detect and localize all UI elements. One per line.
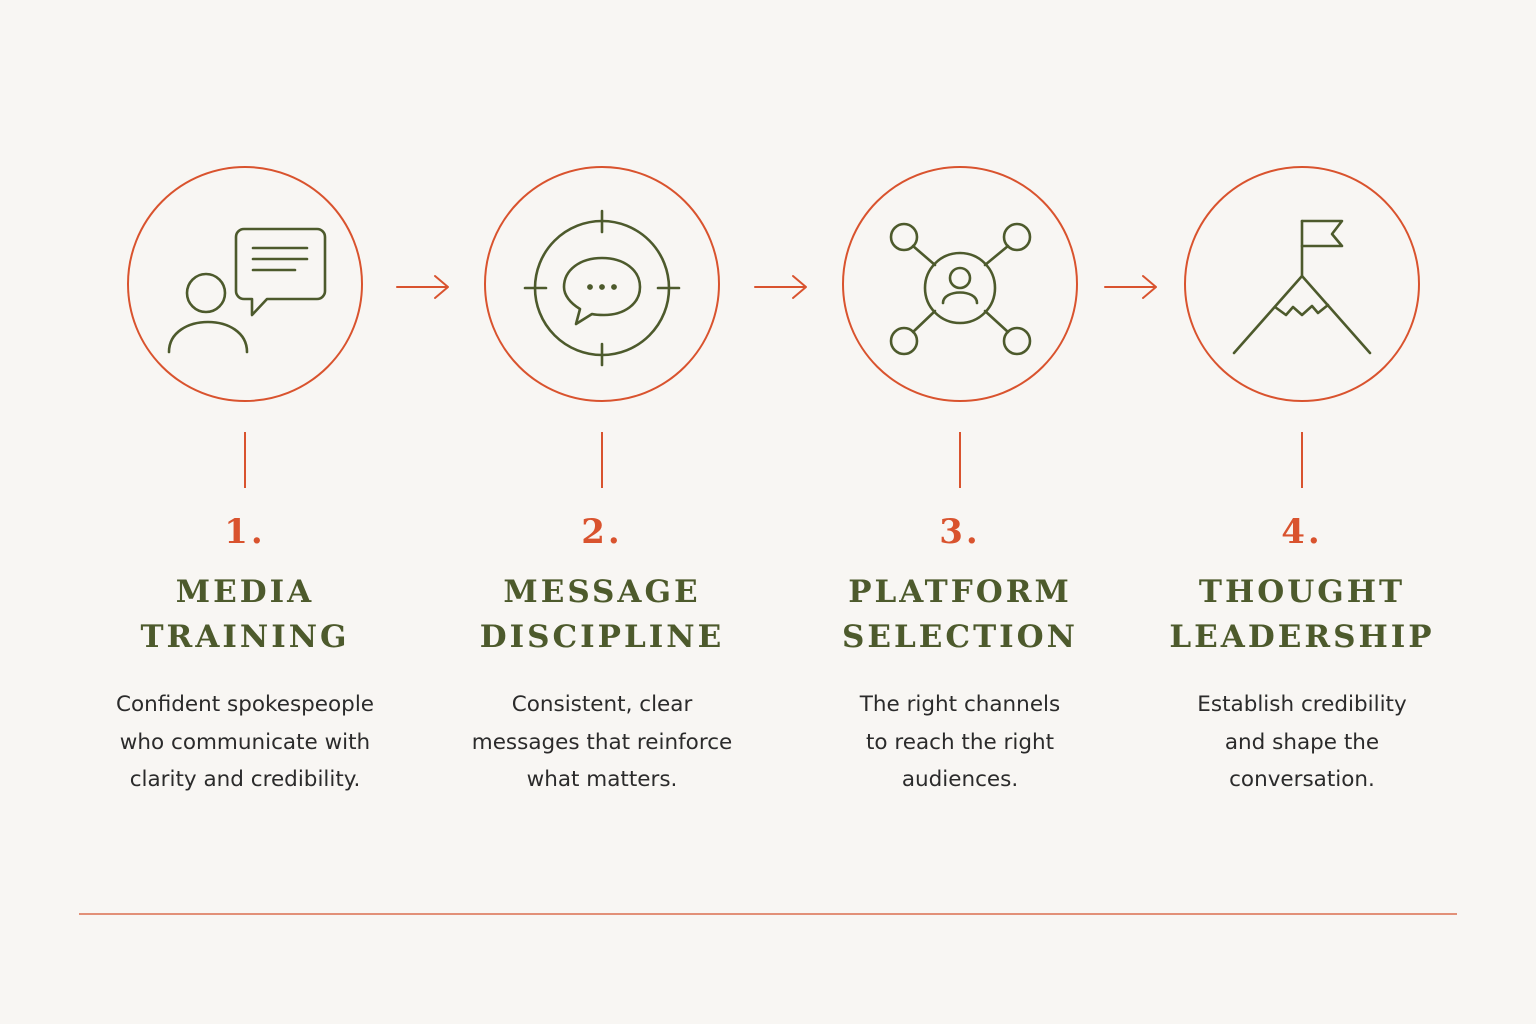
- step-description-line: Establish credibility: [1197, 692, 1407, 717]
- step-number: 4.: [1281, 512, 1323, 552]
- step-title: PLATFORM SELECTION: [790, 570, 1130, 660]
- step-1-circle: [127, 166, 363, 402]
- mountain-flag-icon: [1232, 219, 1372, 355]
- step-media-training: 1. MEDIA TRAINING Confident spokespeople…: [75, 0, 415, 820]
- step-description-line: audiences.: [901, 767, 1019, 792]
- step-2-circle: [484, 166, 720, 402]
- step-title-line: SELECTION: [841, 619, 1079, 655]
- step-title-line: PLATFORM: [848, 574, 1072, 610]
- step-description-line: and shape the: [1224, 729, 1380, 755]
- step-title-line: TRAINING: [140, 619, 350, 655]
- step-platform-selection: 3. PLATFORM SELECTION The right channels…: [790, 0, 1130, 820]
- step-description-line: what matters.: [526, 767, 678, 792]
- step-4-connector: [1301, 432, 1303, 488]
- step-2-connector: [601, 432, 603, 488]
- step-description-line: conversation.: [1229, 767, 1375, 792]
- step-title-line: DISCIPLINE: [479, 619, 725, 655]
- arrow-right-icon: [754, 275, 807, 299]
- arrow-right-icon: [1104, 275, 1157, 299]
- step-number: 1.: [224, 512, 266, 552]
- step-description-line: Consistent, clear: [511, 692, 693, 717]
- target-chat-icon: [523, 209, 681, 367]
- step-description: Establish credibility and shape the conv…: [1132, 686, 1472, 799]
- step-3-circle: [842, 166, 1078, 402]
- step-description: Confident spokespeople who communicate w…: [75, 686, 415, 799]
- step-description: Consistent, clear messages that reinforc…: [432, 686, 772, 799]
- person-speech-bubble-icon: [167, 227, 327, 354]
- step-title: MESSAGE DISCIPLINE: [432, 570, 772, 660]
- step-title-line: MEDIA: [175, 574, 315, 610]
- step-description-line: messages that reinforce: [471, 729, 733, 755]
- step-thought-leadership: 4. THOUGHT LEADERSHIP Establish credibil…: [1132, 0, 1472, 820]
- footer-divider: [79, 913, 1457, 915]
- step-1-connector: [244, 432, 246, 488]
- arrow-right-icon: [396, 275, 449, 299]
- step-title-line: LEADERSHIP: [1169, 619, 1435, 655]
- step-3-connector: [959, 432, 961, 488]
- step-title: THOUGHT LEADERSHIP: [1132, 570, 1472, 660]
- step-description-line: Confident spokespeople: [115, 692, 375, 717]
- step-title: MEDIA TRAINING: [75, 570, 415, 660]
- step-description-line: who communicate with: [119, 729, 371, 755]
- step-message-discipline: 2. MESSAGE DISCIPLINE Consistent, clear …: [432, 0, 772, 820]
- step-description-line: clarity and credibility.: [129, 767, 361, 792]
- step-title-line: MESSAGE: [503, 574, 701, 610]
- step-4-circle: [1184, 166, 1420, 402]
- step-description-line: to reach the right: [865, 729, 1055, 755]
- step-number: 3.: [939, 512, 981, 552]
- step-description-line: The right channels: [859, 692, 1061, 717]
- step-title-line: THOUGHT: [1198, 574, 1406, 610]
- step-description: The right channels to reach the right au…: [790, 686, 1130, 799]
- network-person-icon: [889, 222, 1032, 356]
- step-number: 2.: [581, 512, 623, 552]
